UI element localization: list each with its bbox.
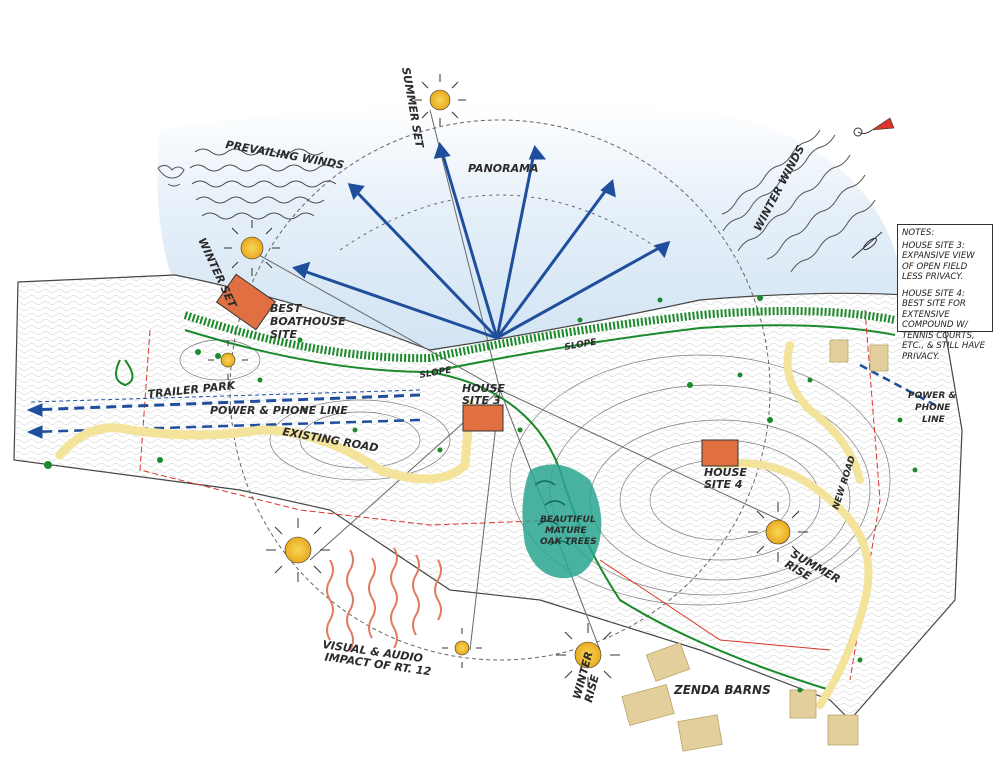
rt12-impact-lines (326, 547, 442, 651)
panorama-arrows (292, 141, 671, 340)
existing-road (55, 400, 475, 484)
sun-icon (208, 340, 248, 380)
house-site-4-marker (701, 439, 739, 467)
sun-icon (748, 502, 808, 562)
label-power-line-right: POWER & PHONE LINE (908, 391, 959, 425)
tree-dots (44, 295, 918, 693)
sun-icon (224, 220, 280, 276)
label-house-site-4: HOUSE SITE 4 (704, 466, 751, 491)
bird-icon (157, 164, 185, 187)
notes-heading: NOTES: (902, 228, 935, 238)
winter-winds (721, 129, 876, 273)
property-lines (139, 309, 881, 681)
sun-icon (442, 628, 482, 668)
label-oak-trees: BEAUTIFUL MATURE OAK TREES (540, 515, 599, 547)
fish-icon (851, 231, 883, 259)
label-boathouse: BEST BOATHOUSE SITE (270, 302, 349, 341)
label-panorama: PANORAMA (468, 162, 539, 175)
sun-icon (414, 74, 466, 126)
label-power-line-left: POWER & PHONE LINE (210, 404, 348, 417)
house-site-3-marker (462, 404, 504, 432)
label-house-site-3: HOUSE SITE 3 (462, 382, 509, 407)
label-visual-audio: VISUAL & AUDIO IMPACT OF RT. 12 (320, 638, 434, 678)
power-line-right (859, 363, 936, 407)
sun-icon (556, 623, 620, 687)
prevailing-winds (189, 148, 337, 220)
notes-site4: HOUSE SITE 4: BEST SITE FOR EXTENSIVE CO… (902, 288, 986, 362)
oak-trees (522, 464, 602, 579)
sun-icon (266, 518, 330, 582)
shoreline-vegetation (115, 307, 896, 691)
new-road (716, 341, 873, 709)
notes-box: NOTES: HOUSE SITE 3: EXPANSIVE VIEW OF O… (897, 224, 993, 362)
water-wash (157, 103, 910, 355)
label-zenda-barns: ZENDA BARNS (673, 683, 771, 697)
boathouse-site-marker (215, 273, 277, 331)
hill-contours (179, 339, 891, 606)
zenda-barns (621, 339, 889, 752)
notes-site3: HOUSE SITE 3: EXPANSIVE VIEW OF OPEN FIE… (902, 240, 975, 283)
kite-icon (853, 117, 895, 137)
